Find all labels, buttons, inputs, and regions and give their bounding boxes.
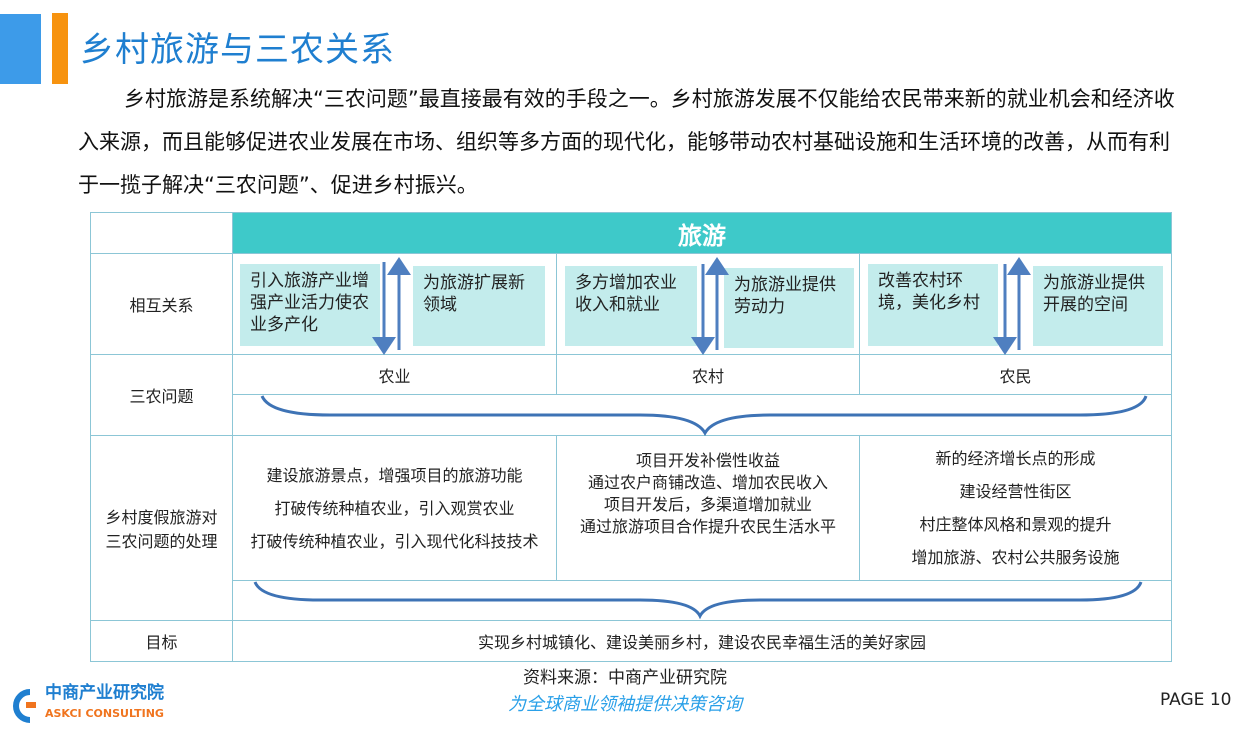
logo-text-cn: 中商产业研究院 (45, 683, 164, 703)
handling-item: 项目开发补偿性收益 (635, 451, 780, 470)
handling-item: 项目开发后，多渠道增加就业 (603, 495, 812, 514)
handling-cell: 建设旅游景点，增强项目的旅游功能 打破传统种植农业，引入观赏农业 打破传统种植农… (232, 435, 557, 581)
handling-item: 新的经济增长点的形成 (935, 449, 1096, 468)
handling-item: 村庄整体风格和景观的提升 (919, 515, 1112, 534)
logo-icon (13, 689, 36, 723)
brace-icon (260, 395, 1148, 437)
handling-item: 通过农户商铺改造、增加农民收入 (587, 473, 828, 492)
source-note: 资料来源：中商产业研究院 (523, 668, 727, 688)
handling-item: 增加旅游、农村公共服务设施 (911, 548, 1120, 567)
handling-item: 打破传统种植农业，引入现代化科技技术 (250, 531, 539, 551)
relation-left-box: 改善农村环境，美化乡村 (868, 264, 998, 346)
relation-left-box: 引入旅游产业增强产业活力使农业多产化 (240, 264, 380, 346)
relation-left-box: 多方增加农业收入和就业 (565, 266, 697, 346)
handling-item: 通过旅游项目合作提升农民生活水平 (579, 517, 836, 536)
brace-icon (253, 581, 1143, 620)
page-number: PAGE 10 (1160, 690, 1232, 710)
page-title: 乡村旅游与三农关系 (80, 30, 395, 70)
relation-right-box: 为旅游业提供劳动力 (724, 268, 854, 348)
title-accent-blue (0, 14, 41, 84)
relation-right-box: 为旅游扩展新领域 (413, 266, 545, 346)
relation-right-box: 为旅游业提供开展的空间 (1033, 266, 1163, 346)
logo-text-en: ASKCI CONSULTING (45, 707, 164, 720)
handling-cell: 项目开发补偿性收益 通过农户商铺改造、增加农民收入 项目开发后，多渠道增加就业 … (556, 435, 860, 581)
slogan: 为全球商业领袖提供决策咨询 (508, 694, 742, 715)
goal-cell: 实现乡村城镇化、建设美丽乡村，建设农民幸福生活的美好家园 (232, 620, 1172, 662)
handling-item: 建设旅游景点，增强项目的旅游功能 (266, 465, 523, 485)
handling-item: 建设经营性街区 (959, 482, 1072, 501)
handling-item: 打破传统种植农业，引入观赏农业 (274, 498, 515, 518)
title-accent-orange (52, 13, 68, 84)
intro-paragraph: 乡村旅游是系统解决“三农问题”最直接最有效的手段之一。乡村旅游发展不仅能给农民带… (78, 87, 1175, 197)
